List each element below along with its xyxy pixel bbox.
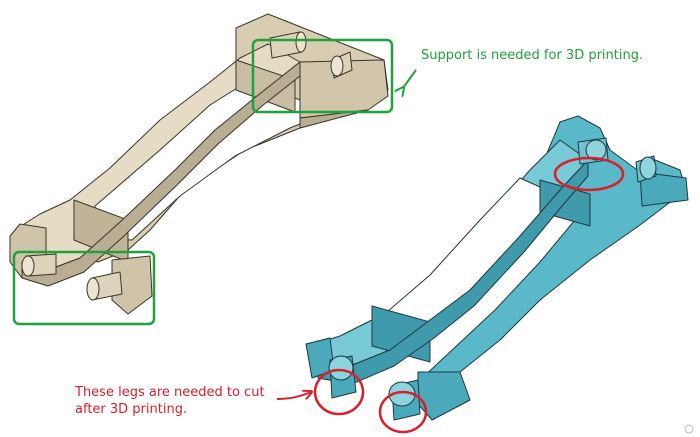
support-arrow [403, 69, 417, 88]
support-highlight-box-bottom [12, 250, 156, 326]
cut-highlight-leg-right [378, 390, 428, 434]
cut-highlight-leg-left [313, 368, 365, 416]
blue-far-rail [419, 115, 687, 393]
gear-icon-corner [684, 424, 694, 434]
blue-part [305, 115, 689, 421]
blue-pin-top-right [635, 155, 657, 183]
legs-note-line-1: These legs are needed to cut [75, 385, 265, 400]
beige-pin-top-left [269, 31, 307, 59]
beige-pin-bottom-right [86, 271, 123, 301]
blue-leg-right [388, 379, 421, 421]
blue-end-right [639, 171, 689, 207]
legs-note: These legs are needed to cut after 3D pr… [75, 384, 265, 418]
beige-right-block [299, 59, 389, 119]
beige-pin-top-right [330, 51, 353, 79]
blue-near-face [317, 159, 589, 385]
beige-right-block-side [299, 109, 369, 129]
legs-note-line-2: after 3D printing. [75, 402, 188, 417]
support-highlight-box-top [251, 38, 394, 114]
beige-pin-bottom-left [21, 253, 57, 277]
blue-leg-left [328, 355, 357, 399]
cut-highlight-top [553, 156, 625, 192]
legs-arrow [276, 392, 311, 400]
beige-near-face [21, 61, 301, 287]
support-note: Support is needed for 3D printing. [421, 48, 644, 63]
beige-part [9, 13, 389, 315]
